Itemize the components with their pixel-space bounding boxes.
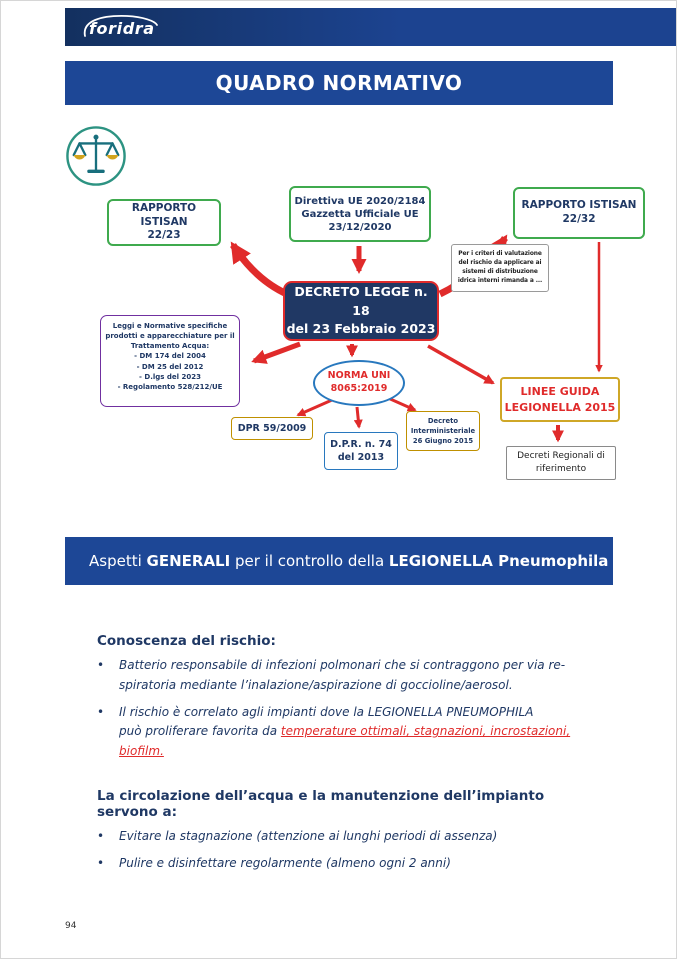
page-title: QUADRO NORMATIVO	[215, 71, 463, 95]
bullet-text: Evitare la stagnazione (attenzione ai lu…	[119, 828, 498, 843]
bullet-marker: •	[97, 828, 105, 843]
bullet-text: Il rischio è correlato agli impianti dov…	[119, 703, 597, 762]
node-direttiva-ue: Direttiva UE 2020/2184 Gazzetta Ufficial…	[289, 186, 431, 242]
bullet-item: • Batterio responsabile di infezioni pol…	[97, 656, 597, 696]
red-underline-text: temperature ottimali, stagnazioni, incro…	[280, 724, 571, 739]
node-dpr-59-2009: DPR 59/2009	[231, 417, 313, 440]
section-banner-part: GENERALI	[146, 552, 231, 570]
brand-logo: foridra	[81, 13, 171, 43]
section-banner: Aspetti GENERALI per il controllo della …	[65, 537, 613, 585]
bullet-text: Batterio responsabile di infezioni polmo…	[119, 658, 566, 692]
scales-badge	[65, 125, 127, 187]
heading-circolazione: La circolazione dell’acqua e la manutenz…	[97, 787, 545, 820]
heading-conoscenza: Conoscenza del rischio:	[97, 633, 276, 649]
content-section: Conoscenza del rischio: • Batterio respo…	[97, 633, 597, 874]
bullet-text-normal: può proliferare favorita da	[119, 724, 281, 739]
node-decreti-regionali: Decreti Regionali di riferimento	[506, 446, 616, 480]
section-banner-part: per il controllo della	[230, 552, 389, 570]
page-number: 94	[65, 921, 77, 931]
arrow-normauni-to-decretointer	[387, 396, 417, 412]
brand-logo-text: foridra	[89, 19, 155, 38]
bullet-text: Pulire e disinfettare regolarmente (alme…	[119, 855, 451, 870]
arrow-normauni-to-dpr74	[353, 406, 363, 429]
node-norma-uni: NORMA UNI 8065:2019	[313, 360, 405, 406]
section-banner-part: Aspetti	[89, 552, 147, 570]
leggi-normative-item: - D.lgs del 2023	[139, 372, 201, 381]
leggi-normative-intro: Leggi e Normative specifiche prodotti e …	[105, 322, 235, 351]
section-banner-part: LEGIONELLA Pneumophila	[388, 552, 609, 570]
node-rapporto-istisan-2232: RAPPORTO ISTISAN 22/32	[513, 187, 645, 239]
note-criteri-valutazione: Per i criteri di valutazione del rischio…	[451, 244, 549, 292]
bullet-text-line: biofilm.	[119, 742, 597, 762]
section-banner-text: Aspetti GENERALI per il controllo della …	[89, 552, 608, 570]
top-header-bar: foridra	[65, 8, 676, 46]
leggi-normative-item: - Regolamento 528/212/UE	[117, 382, 223, 391]
red-underline-text: biofilm.	[119, 744, 164, 759]
node-decreto-interministeriale: Decreto Interministeriale 26 Giugno 2015	[406, 411, 480, 451]
scales-icon	[66, 126, 126, 186]
logo-swoosh-icon	[83, 15, 158, 37]
bullet-item: • Pulire e disinfettare regolarmente (al…	[97, 854, 597, 874]
node-rapporto-istisan-2223: RAPPORTO ISTISAN 22/23	[107, 199, 221, 246]
arrow-normauni-to-dpr59	[296, 398, 333, 417]
arrow-central-to-lineeguida	[427, 344, 495, 385]
leggi-normative-item: - DM 25 del 2012	[136, 362, 204, 371]
bullet-item: • Evitare la stagnazione (attenzione ai …	[97, 827, 597, 847]
title-banner: QUADRO NORMATIVO	[65, 61, 613, 105]
leggi-normative-item: - DM 174 del 2004	[134, 352, 206, 361]
node-dpr-74-2013: D.P.R. n. 74 del 2013	[324, 432, 398, 470]
node-linee-guida-legionella: LINEE GUIDA LEGIONELLA 2015	[500, 377, 620, 422]
arrow-central-to-leggi	[251, 341, 301, 364]
bullet-item: • Il rischio è correlato agli impianti d…	[97, 703, 597, 762]
node-leggi-normative: Leggi e Normative specifiche prodotti e …	[100, 315, 240, 407]
bullet-marker: •	[97, 855, 105, 870]
bullet-marker: •	[97, 658, 105, 672]
bullet-text-line: può proliferare favorita da temperature …	[119, 722, 597, 742]
bullet-text-line: Il rischio è correlato agli impianti dov…	[119, 704, 534, 719]
bullet-marker: •	[97, 704, 105, 719]
node-decreto-legge: DECRETO LEGGE n. 18 del 23 Febbraio 2023	[283, 281, 439, 341]
